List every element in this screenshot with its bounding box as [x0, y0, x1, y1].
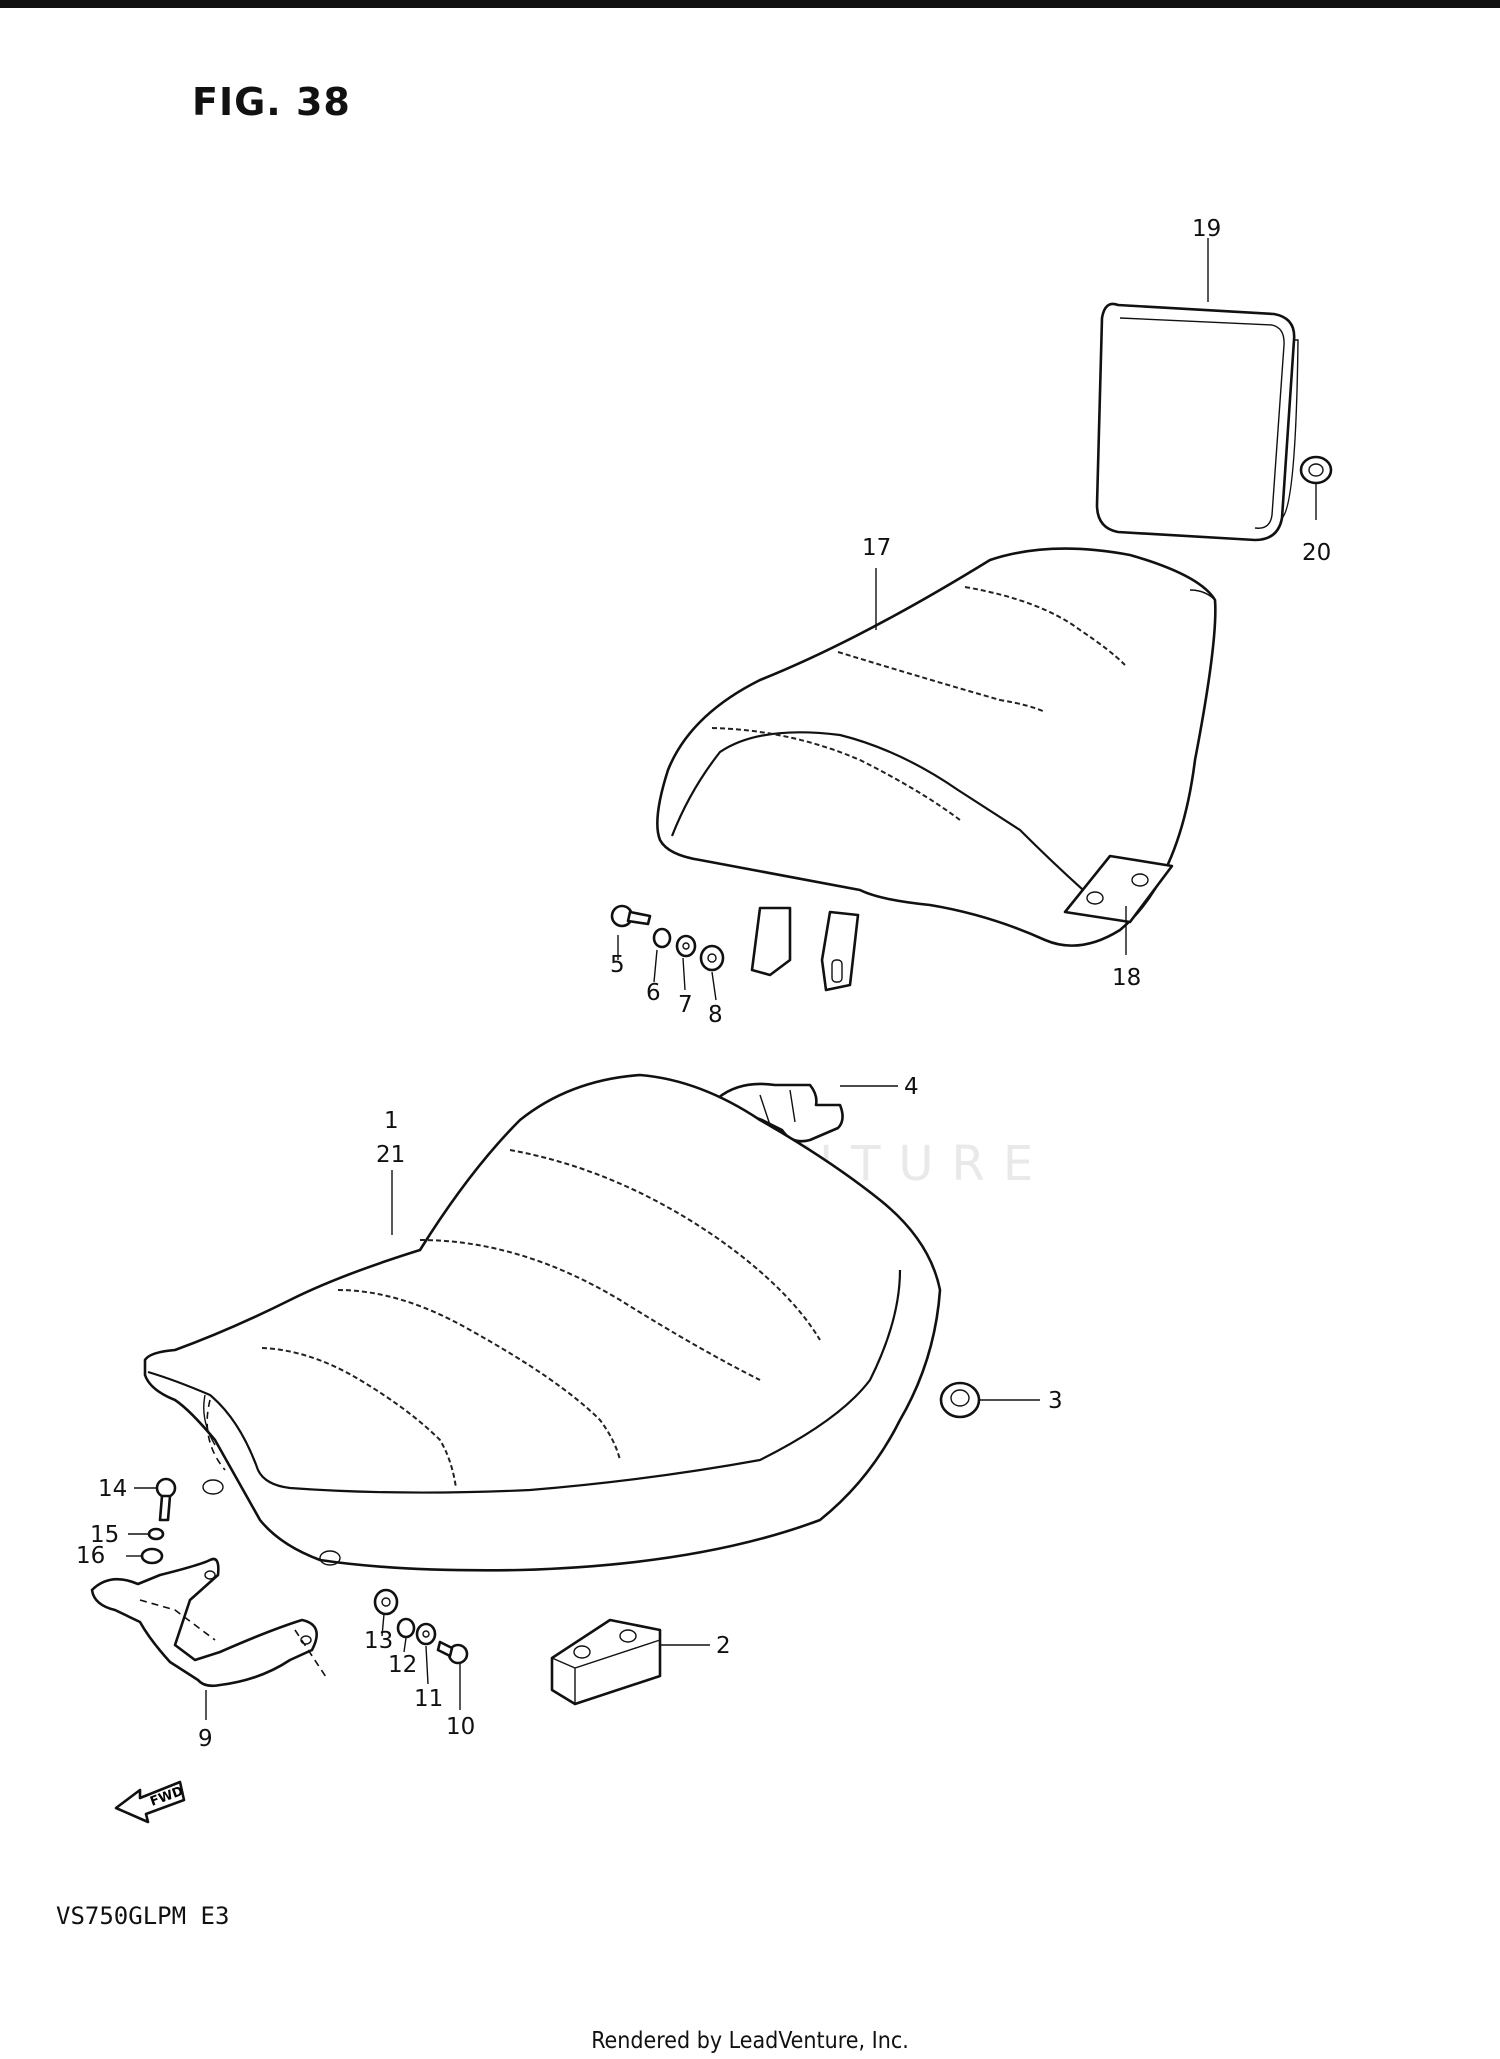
callout-3: 3: [1048, 1388, 1063, 1414]
pad-18[interactable]: [1063, 854, 1174, 924]
washer-6[interactable]: [652, 927, 672, 949]
callout-8: 8: [708, 1002, 723, 1028]
pillion-seat-17[interactable]: [656, 547, 1217, 992]
callout-15: 15: [90, 1522, 119, 1548]
leader-lines: [126, 238, 1317, 1720]
callout-7: 7: [678, 992, 693, 1018]
callout-17: 17: [862, 535, 891, 561]
callout-13: 13: [364, 1628, 393, 1654]
grommet-20[interactable]: [1299, 455, 1333, 485]
model-code: VS750GLPM E3: [56, 1902, 230, 1930]
washer-16[interactable]: [140, 1547, 164, 1565]
washer-12[interactable]: [396, 1617, 416, 1639]
callout-12: 12: [388, 1652, 417, 1678]
backrest-pad-19[interactable]: [1095, 302, 1299, 542]
callout-6: 6: [646, 980, 661, 1006]
callout-18: 18: [1112, 965, 1141, 991]
callout-21: 21: [376, 1142, 405, 1168]
block-2[interactable]: [550, 1618, 662, 1706]
callout-20: 20: [1302, 540, 1331, 566]
callout-9: 9: [198, 1726, 213, 1752]
figure-title: FIG. 38: [192, 80, 351, 124]
washer-15[interactable]: [147, 1527, 165, 1541]
callout-10: 10: [446, 1714, 475, 1740]
footer-credit: Rendered by LeadVenture, Inc.: [591, 2028, 909, 2054]
fwd-arrow-icon: [114, 1780, 186, 1824]
callout-11: 11: [414, 1686, 443, 1712]
mount-bracket-9[interactable]: [90, 1557, 329, 1688]
washer-8[interactable]: [699, 944, 725, 972]
callout-labels: 19 20 17 18 4 1 21 3 2 5 6 7 8 14 15 16 …: [76, 216, 1331, 1752]
seat-1[interactable]: [143, 1073, 942, 1572]
bolt-10[interactable]: [436, 1640, 469, 1665]
callout-4: 4: [904, 1074, 919, 1100]
bolt-14[interactable]: [155, 1477, 177, 1522]
callout-16: 16: [76, 1543, 105, 1569]
washer-11[interactable]: [415, 1622, 437, 1646]
callout-1: 1: [384, 1108, 399, 1134]
callout-5: 5: [610, 952, 625, 978]
top-border: [0, 0, 1500, 8]
washer-7[interactable]: [675, 934, 697, 958]
callout-14: 14: [98, 1476, 127, 1502]
grommet-3[interactable]: [939, 1381, 981, 1419]
bolt-5[interactable]: [610, 904, 652, 928]
callout-2: 2: [716, 1633, 731, 1659]
callout-19: 19: [1192, 216, 1221, 242]
washer-13[interactable]: [373, 1588, 399, 1616]
